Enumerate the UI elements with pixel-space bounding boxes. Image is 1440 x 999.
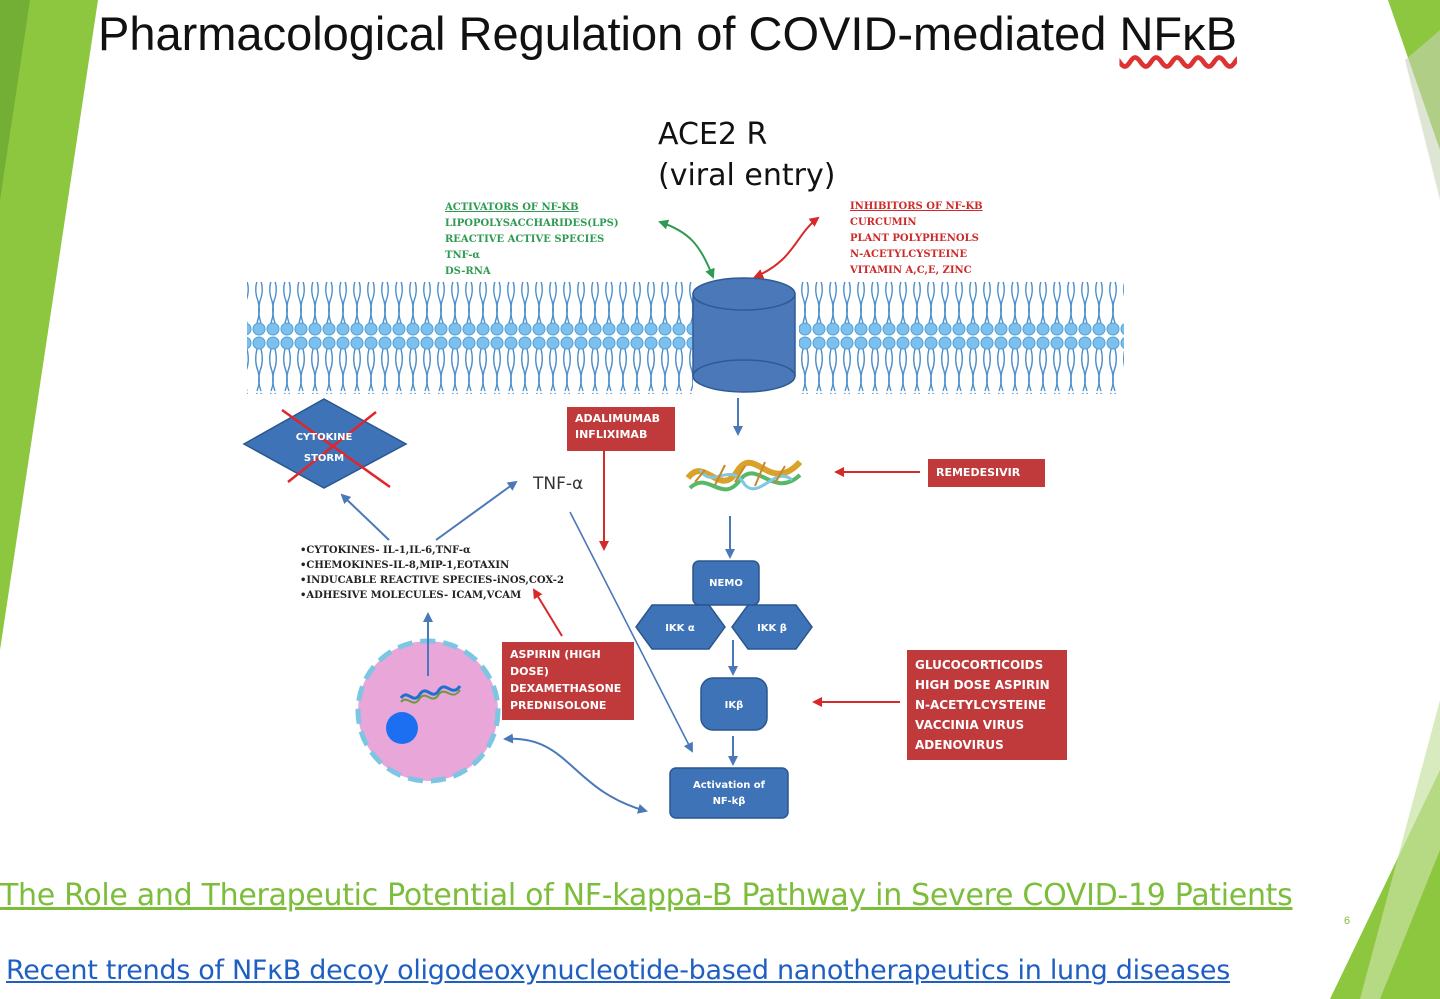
- left-green-triangle: [0, 0, 98, 650]
- anti-tnf-drugs-box: ADALIMUMAB INFLIXIMAB: [567, 407, 675, 451]
- activation-node: [669, 767, 789, 819]
- drug-name: REMEDESIVIR: [936, 466, 1021, 479]
- agent-name: N-ACETYLCYSTEINE: [915, 698, 1047, 712]
- ace2-receptor-icon: [692, 277, 796, 393]
- activator-item: DS-RNA: [445, 266, 491, 277]
- agent-name: GLUCOCORTICOIDS: [915, 658, 1044, 672]
- cell-membrane-right: [799, 282, 1124, 394]
- mediator-item: •INDUCABLE REACTIVE SPECIES-iNOS,COX-2: [300, 575, 564, 586]
- reference-link-nfkb-covid[interactable]: The Role and Therapeutic Potential of NF…: [0, 878, 1293, 913]
- ikb-agents-box: GLUCOCORTICOIDS HIGH DOSE ASPIRIN N-ACET…: [907, 650, 1067, 760]
- ikb-label: IKβ: [725, 700, 744, 711]
- inhibitor-item: CURCUMIN: [850, 217, 917, 228]
- storm-label-line1: CYTOKINE: [296, 432, 353, 443]
- inflammatory-mediators-list: •CYTOKINES- IL-1,IL-6,TNF-α •CHEMOKINES-…: [300, 543, 564, 603]
- activation-label-line2: NF-kβ: [713, 796, 746, 807]
- ikk-beta-node: [731, 604, 813, 650]
- ikk-alpha-node: [635, 604, 726, 650]
- cell-nucleus-icon: [355, 638, 501, 784]
- reference-link-nfkb-decoy[interactable]: Recent trends of NFκB decoy oligodeoxynu…: [6, 955, 1231, 986]
- viral-rna-icon: [685, 459, 803, 492]
- mediator-item: •CYTOKINES- IL-1,IL-6,TNF-α: [300, 545, 471, 556]
- slide-title: Pharmacological Regulation of COVID-medi…: [98, 6, 1237, 61]
- mediator-item: •CHEMOKINES-IL-8,MIP-1,EOTAXIN: [300, 560, 510, 571]
- title-main: Pharmacological Regulation of COVID-medi…: [98, 7, 1120, 60]
- agent-name: VACCINIA VIRUS: [915, 718, 1025, 732]
- steroids-arrow: [532, 588, 563, 637]
- inhibitors-heading: INHIBITORS OF NF-KB: [850, 201, 983, 212]
- activators-heading: ACTIVATORS OF NF-KB: [445, 202, 579, 213]
- mediators-to-tnf-arrow: [435, 480, 518, 541]
- mediators-to-storm-arrow: [340, 493, 390, 541]
- cross-out-line: [287, 411, 377, 483]
- drug-name: ASPIRIN (HIGH: [510, 648, 601, 661]
- cross-out-line: [281, 408, 391, 489]
- nemo-label: NEMO: [709, 578, 743, 589]
- left-green-shadow: [0, 0, 30, 200]
- activator-item: TNF-α: [445, 250, 481, 261]
- tnf-alpha-label: TNF-α: [533, 474, 584, 494]
- inhibitor-item: N-ACETYLCYSTEINE: [850, 249, 968, 260]
- ikk-beta-label: IKK β: [757, 623, 787, 634]
- drug-name: PREDNISOLONE: [510, 699, 607, 712]
- mediator-item: •ADHESIVE MOLECULES- ICAM,VCAM: [300, 590, 522, 601]
- inhibitor-item: VITAMIN A,C,E, ZINC: [850, 265, 972, 276]
- agent-name: HIGH DOSE ASPIRIN: [915, 678, 1050, 692]
- tnf-to-activation-arrow: [569, 511, 693, 753]
- cytokine-storm-node: [242, 398, 408, 489]
- storm-label-line2: STORM: [304, 453, 344, 464]
- agent-name: ADENOVIRUS: [915, 738, 1004, 752]
- activation-label-line1: Activation of: [693, 780, 766, 791]
- receptor-sublabel: (viral entry): [658, 158, 836, 193]
- drug-name: INFLIXIMAB: [575, 428, 648, 441]
- activator-item: REACTIVE ACTIVE SPECIES: [445, 234, 605, 245]
- inhibitors-list: INHIBITORS OF NF-KB CURCUMIN PLANT POLYP…: [850, 199, 983, 279]
- bottom-right-light-triangle: [1360, 700, 1440, 999]
- inhibitor-item: PLANT POLYPHENOLS: [850, 233, 979, 244]
- drug-name: ADALIMUMAB: [575, 412, 660, 425]
- top-right-gray-shape: [1405, 30, 1440, 200]
- antiviral-drug-box: REMEDESIVIR: [928, 459, 1045, 487]
- activators-list: ACTIVATORS OF NF-KB LIPOPOLYSACCHARIDES(…: [445, 200, 619, 280]
- receptor-label: ACE2 R: [658, 117, 768, 152]
- drug-name: DOSE): [510, 665, 549, 678]
- title-nfkb: NFκB: [1119, 7, 1237, 60]
- drug-name: DEXAMETHASONE: [510, 682, 622, 695]
- activator-item: LIPOPOLYSACCHARIDES(LPS): [445, 218, 619, 229]
- inhibitor-arrow: [753, 216, 820, 279]
- activator-arrow: [658, 219, 715, 279]
- page-number: 6: [1344, 915, 1351, 927]
- cell-membrane-left: [247, 282, 693, 394]
- steroid-drugs-box: ASPIRIN (HIGH DOSE) DEXAMETHASONE PREDNI…: [502, 642, 634, 720]
- nemo-node: [692, 560, 760, 606]
- ikk-alpha-label: IKK α: [665, 623, 695, 634]
- ikb-node: [700, 677, 768, 731]
- activation-nucleus-arrow: [503, 733, 648, 814]
